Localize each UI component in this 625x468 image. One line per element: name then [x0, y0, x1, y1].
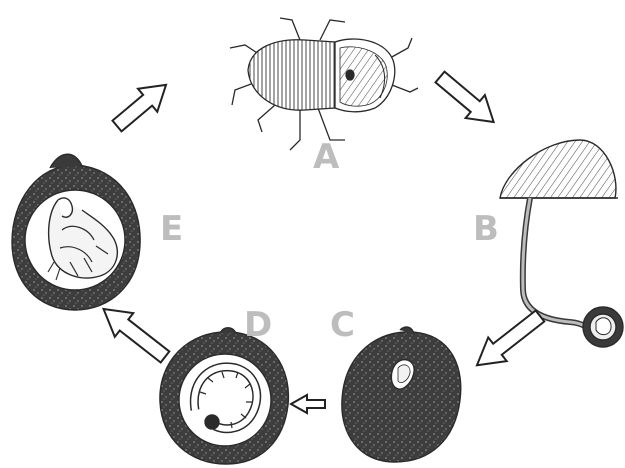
brood-ball-larva-illustration: [160, 328, 289, 464]
stage-label-e: E: [160, 212, 183, 246]
brood-ball-egg-illustration: [342, 327, 461, 462]
arrow-d-to-e: [94, 297, 174, 369]
dung-mound-illustration: [500, 140, 623, 347]
arrow-a-to-b: [430, 66, 503, 134]
brood-ball-pupa-illustration: [12, 154, 140, 310]
beetle-illustration: [230, 18, 418, 150]
stage-label-b: B: [473, 212, 499, 246]
stage-label-d: D: [244, 308, 272, 342]
arrow-c-to-d: [291, 395, 325, 413]
stage-label-a: A: [313, 140, 339, 174]
stage-label-c: C: [330, 308, 355, 342]
arrow-e-to-a: [107, 73, 175, 137]
arrow-b-to-c: [468, 304, 550, 377]
